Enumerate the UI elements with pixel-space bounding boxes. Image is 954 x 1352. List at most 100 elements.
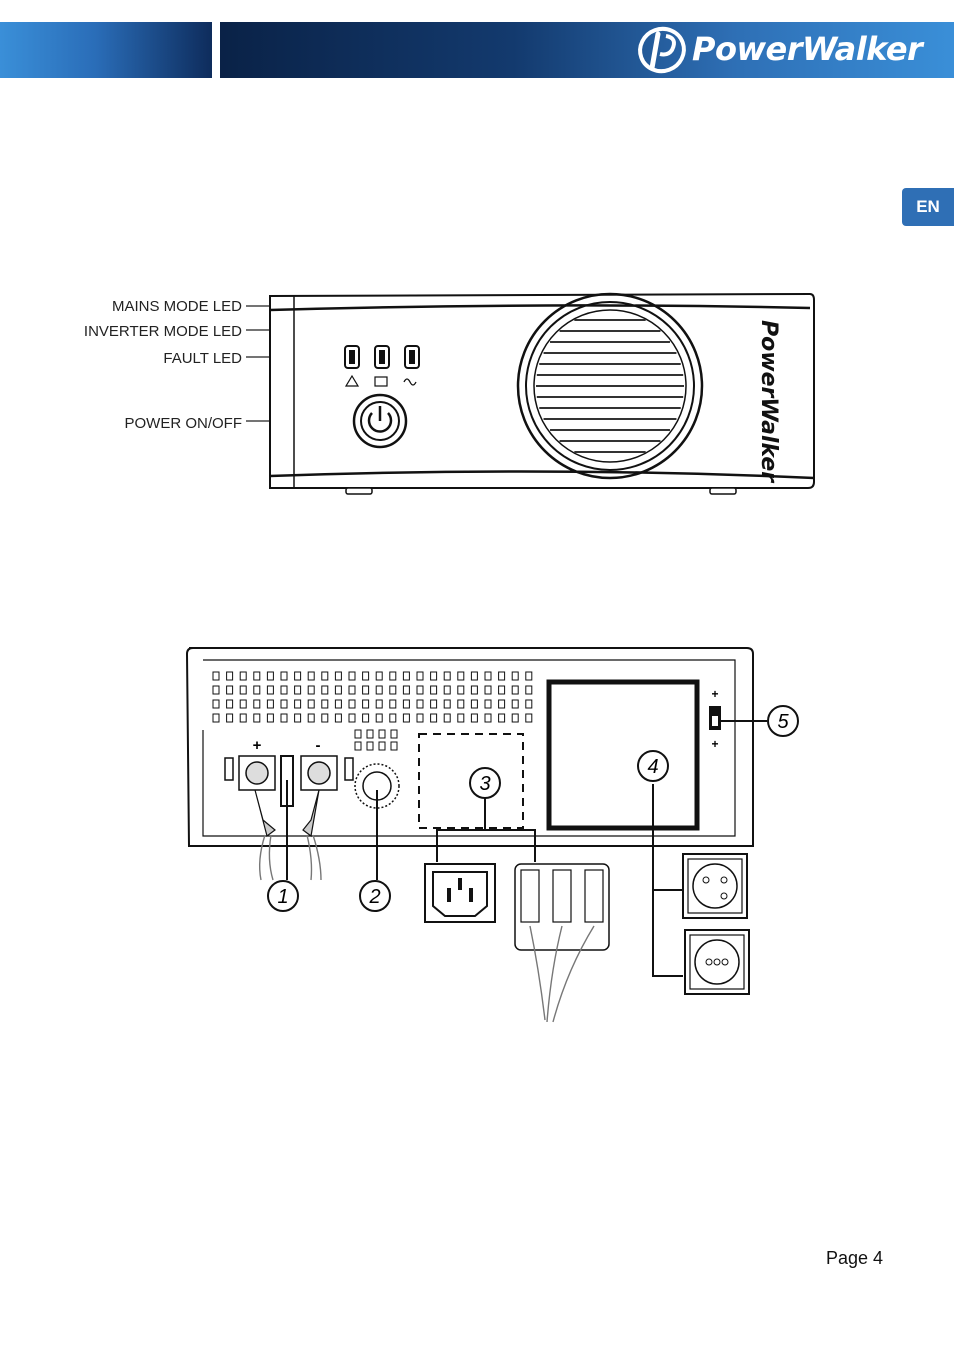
vent-slot [266,671,274,681]
vent-slot [389,671,397,681]
vent-slot [362,671,370,681]
vent-slot [470,685,478,695]
rear-panel-diagram: + - + + [185,647,799,1023]
side-brand-text: PowerWalker [756,320,781,483]
vent-slot [457,671,465,681]
vent-slot [402,685,410,695]
vent-slot [253,685,261,695]
vent-slot [416,699,424,709]
vent-slot [362,685,370,695]
vent-slot [498,671,506,681]
sine-wave-icon [403,378,417,386]
vent-slot [402,671,410,681]
vent-slot [390,741,398,751]
header-bar-right [220,22,954,78]
vent-slot [389,699,397,709]
callout-1: 1 [277,886,288,908]
vent-slot [239,713,247,723]
vent-slot [307,713,315,723]
vent-slot [375,685,383,695]
vent-slot [389,713,397,723]
vent-slot [307,671,315,681]
header-bar-left [0,22,212,78]
reset-breaker[interactable] [354,763,400,809]
vent-slot [294,713,302,723]
vent-slot [334,699,342,709]
vent-slot [511,671,519,681]
vent-slot [498,699,506,709]
vent-slot [226,699,234,709]
vent-slot [239,699,247,709]
vent-slot [366,729,374,739]
vent-slot [212,671,220,681]
warning-icon [344,374,360,387]
vent-slot [307,685,315,695]
vent-slot [390,729,398,739]
vent-slot [375,671,383,681]
callout-5: 5 [777,711,789,733]
vent-slot [266,699,274,709]
language-tab[interactable]: EN [902,188,954,226]
ventilation-grid [212,671,533,723]
brand-logo-icon [638,26,686,74]
vent-slot [470,699,478,709]
vent-slot [430,699,438,709]
vent-slot [226,685,234,695]
vent-slot [430,671,438,681]
vent-slot [470,713,478,723]
vent-slot [307,699,315,709]
page-header: PowerWalker [0,0,954,82]
vent-slot [321,685,329,695]
mains-mode-led-label: MAINS MODE LED [112,298,242,315]
vent-slot [375,713,383,723]
vent-slot [354,729,362,739]
vent-slot [443,713,451,723]
vent-slot [253,671,261,681]
vent-slot [253,713,261,723]
terminal-minus-label: - [316,737,321,754]
vent-slot [354,741,362,751]
battery-icon [374,376,388,387]
vent-slot [280,685,288,695]
vent-slot [378,729,386,739]
vent-slot [321,671,329,681]
vent-slot [498,713,506,723]
brand-name: PowerWalker [692,30,923,68]
vent-slot [511,713,519,723]
callout-2: 2 [368,886,380,908]
vent-slot [212,699,220,709]
vent-slot [525,685,533,695]
vent-slot [375,699,383,709]
vent-slot [321,713,329,723]
voltage-switch[interactable]: + + [709,687,721,751]
brand-logo: PowerWalker [636,24,946,76]
callout-badges: 1 2 3 4 5 [267,705,799,912]
ups-front-body [269,292,815,495]
vent-slot [457,699,465,709]
french-socket [682,853,748,919]
vent-slot [484,671,492,681]
vent-slot [266,713,274,723]
vent-slot [266,685,274,695]
iec-inlet [424,863,496,923]
front-panel-diagram: MAINS MODE LED INVERTER MODE LED FAULT L… [84,292,815,495]
vent-slot [470,671,478,681]
vent-slot [334,685,342,695]
small-ventilation-grid [354,729,398,751]
vent-slot [511,699,519,709]
vent-slot [443,671,451,681]
vent-slot [253,699,261,709]
power-button[interactable] [352,393,408,449]
vent-slot [334,671,342,681]
callout-4: 4 [647,756,658,778]
vent-slot [511,685,519,695]
vent-slot [484,685,492,695]
callout-lines [286,720,767,977]
vent-slot [525,699,533,709]
vent-slot [362,699,370,709]
vent-slot [416,671,424,681]
vent-slot [280,699,288,709]
vent-slot [366,741,374,751]
vent-slot [484,713,492,723]
vent-slot [280,671,288,681]
